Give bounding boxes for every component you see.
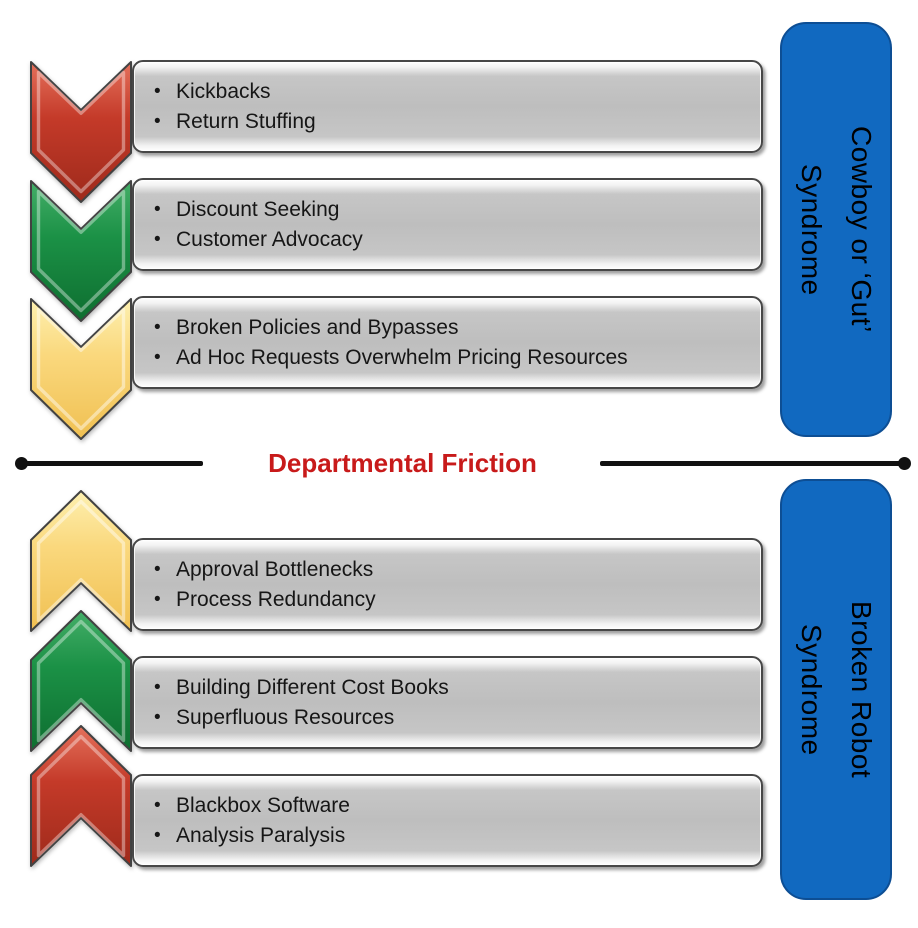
list-box-approval: Approval Bottlenecks Process Redundancy: [132, 538, 763, 631]
syndrome-label-text: Cowboy or ‘Gut’ Syndrome: [786, 126, 886, 333]
chevron-up-red-icon: [30, 725, 132, 867]
bullet-list: Broken Policies and Bypasses Ad Hoc Requ…: [134, 313, 638, 373]
chevron-up-yellow-icon: [30, 490, 132, 632]
syndrome-label-broken-robot: Broken Robot Syndrome: [780, 479, 892, 900]
list-item: Broken Policies and Bypasses: [150, 313, 628, 343]
list-item: Blackbox Software: [150, 791, 350, 821]
list-item: Kickbacks: [150, 77, 316, 107]
syndrome-label-text: Broken Robot Syndrome: [786, 601, 886, 778]
chevron-down-yellow-icon: [30, 298, 132, 440]
chevron-down-green-icon: [30, 180, 132, 322]
list-item: Building Different Cost Books: [150, 673, 449, 703]
divider-label: Departmental Friction: [268, 448, 537, 478]
syndrome-line: Broken Robot: [846, 600, 877, 779]
bullet-list: Kickbacks Return Stuffing: [134, 77, 326, 137]
list-item: Return Stuffing: [150, 107, 316, 137]
bullet-list: Approval Bottlenecks Process Redundancy: [134, 555, 386, 615]
list-item: Ad Hoc Requests Overwhelm Pricing Resour…: [150, 343, 628, 373]
divider-right-dot: [898, 457, 911, 470]
bullet-list: Blackbox Software Analysis Paralysis: [134, 791, 360, 851]
chevron-up-green-icon: [30, 610, 132, 752]
list-box-cost-books: Building Different Cost Books Superfluou…: [132, 656, 763, 749]
list-box-broken-policies: Broken Policies and Bypasses Ad Hoc Requ…: [132, 296, 763, 389]
syndrome-line: Cowboy or ‘Gut’: [846, 126, 877, 333]
list-box-discount: Discount Seeking Customer Advocacy: [132, 178, 763, 271]
chevron-down-red-icon: [30, 61, 132, 203]
list-item: Approval Bottlenecks: [150, 555, 376, 585]
divider-left-dot: [15, 457, 28, 470]
bullet-list: Building Different Cost Books Superfluou…: [134, 673, 459, 733]
list-box-blackbox: Blackbox Software Analysis Paralysis: [132, 774, 763, 867]
list-box-kickbacks: Kickbacks Return Stuffing: [132, 60, 763, 153]
syndrome-label-cowboy: Cowboy or ‘Gut’ Syndrome: [780, 22, 892, 437]
syndrome-line: Syndrome: [796, 163, 827, 296]
syndrome-line: Syndrome: [796, 623, 827, 756]
list-item: Customer Advocacy: [150, 225, 363, 255]
divider-right-line: [600, 461, 906, 466]
divider-left-line: [22, 461, 203, 466]
list-item: Superfluous Resources: [150, 703, 449, 733]
bullet-list: Discount Seeking Customer Advocacy: [134, 195, 373, 255]
list-item: Discount Seeking: [150, 195, 363, 225]
list-item: Process Redundancy: [150, 585, 376, 615]
list-item: Analysis Paralysis: [150, 821, 350, 851]
